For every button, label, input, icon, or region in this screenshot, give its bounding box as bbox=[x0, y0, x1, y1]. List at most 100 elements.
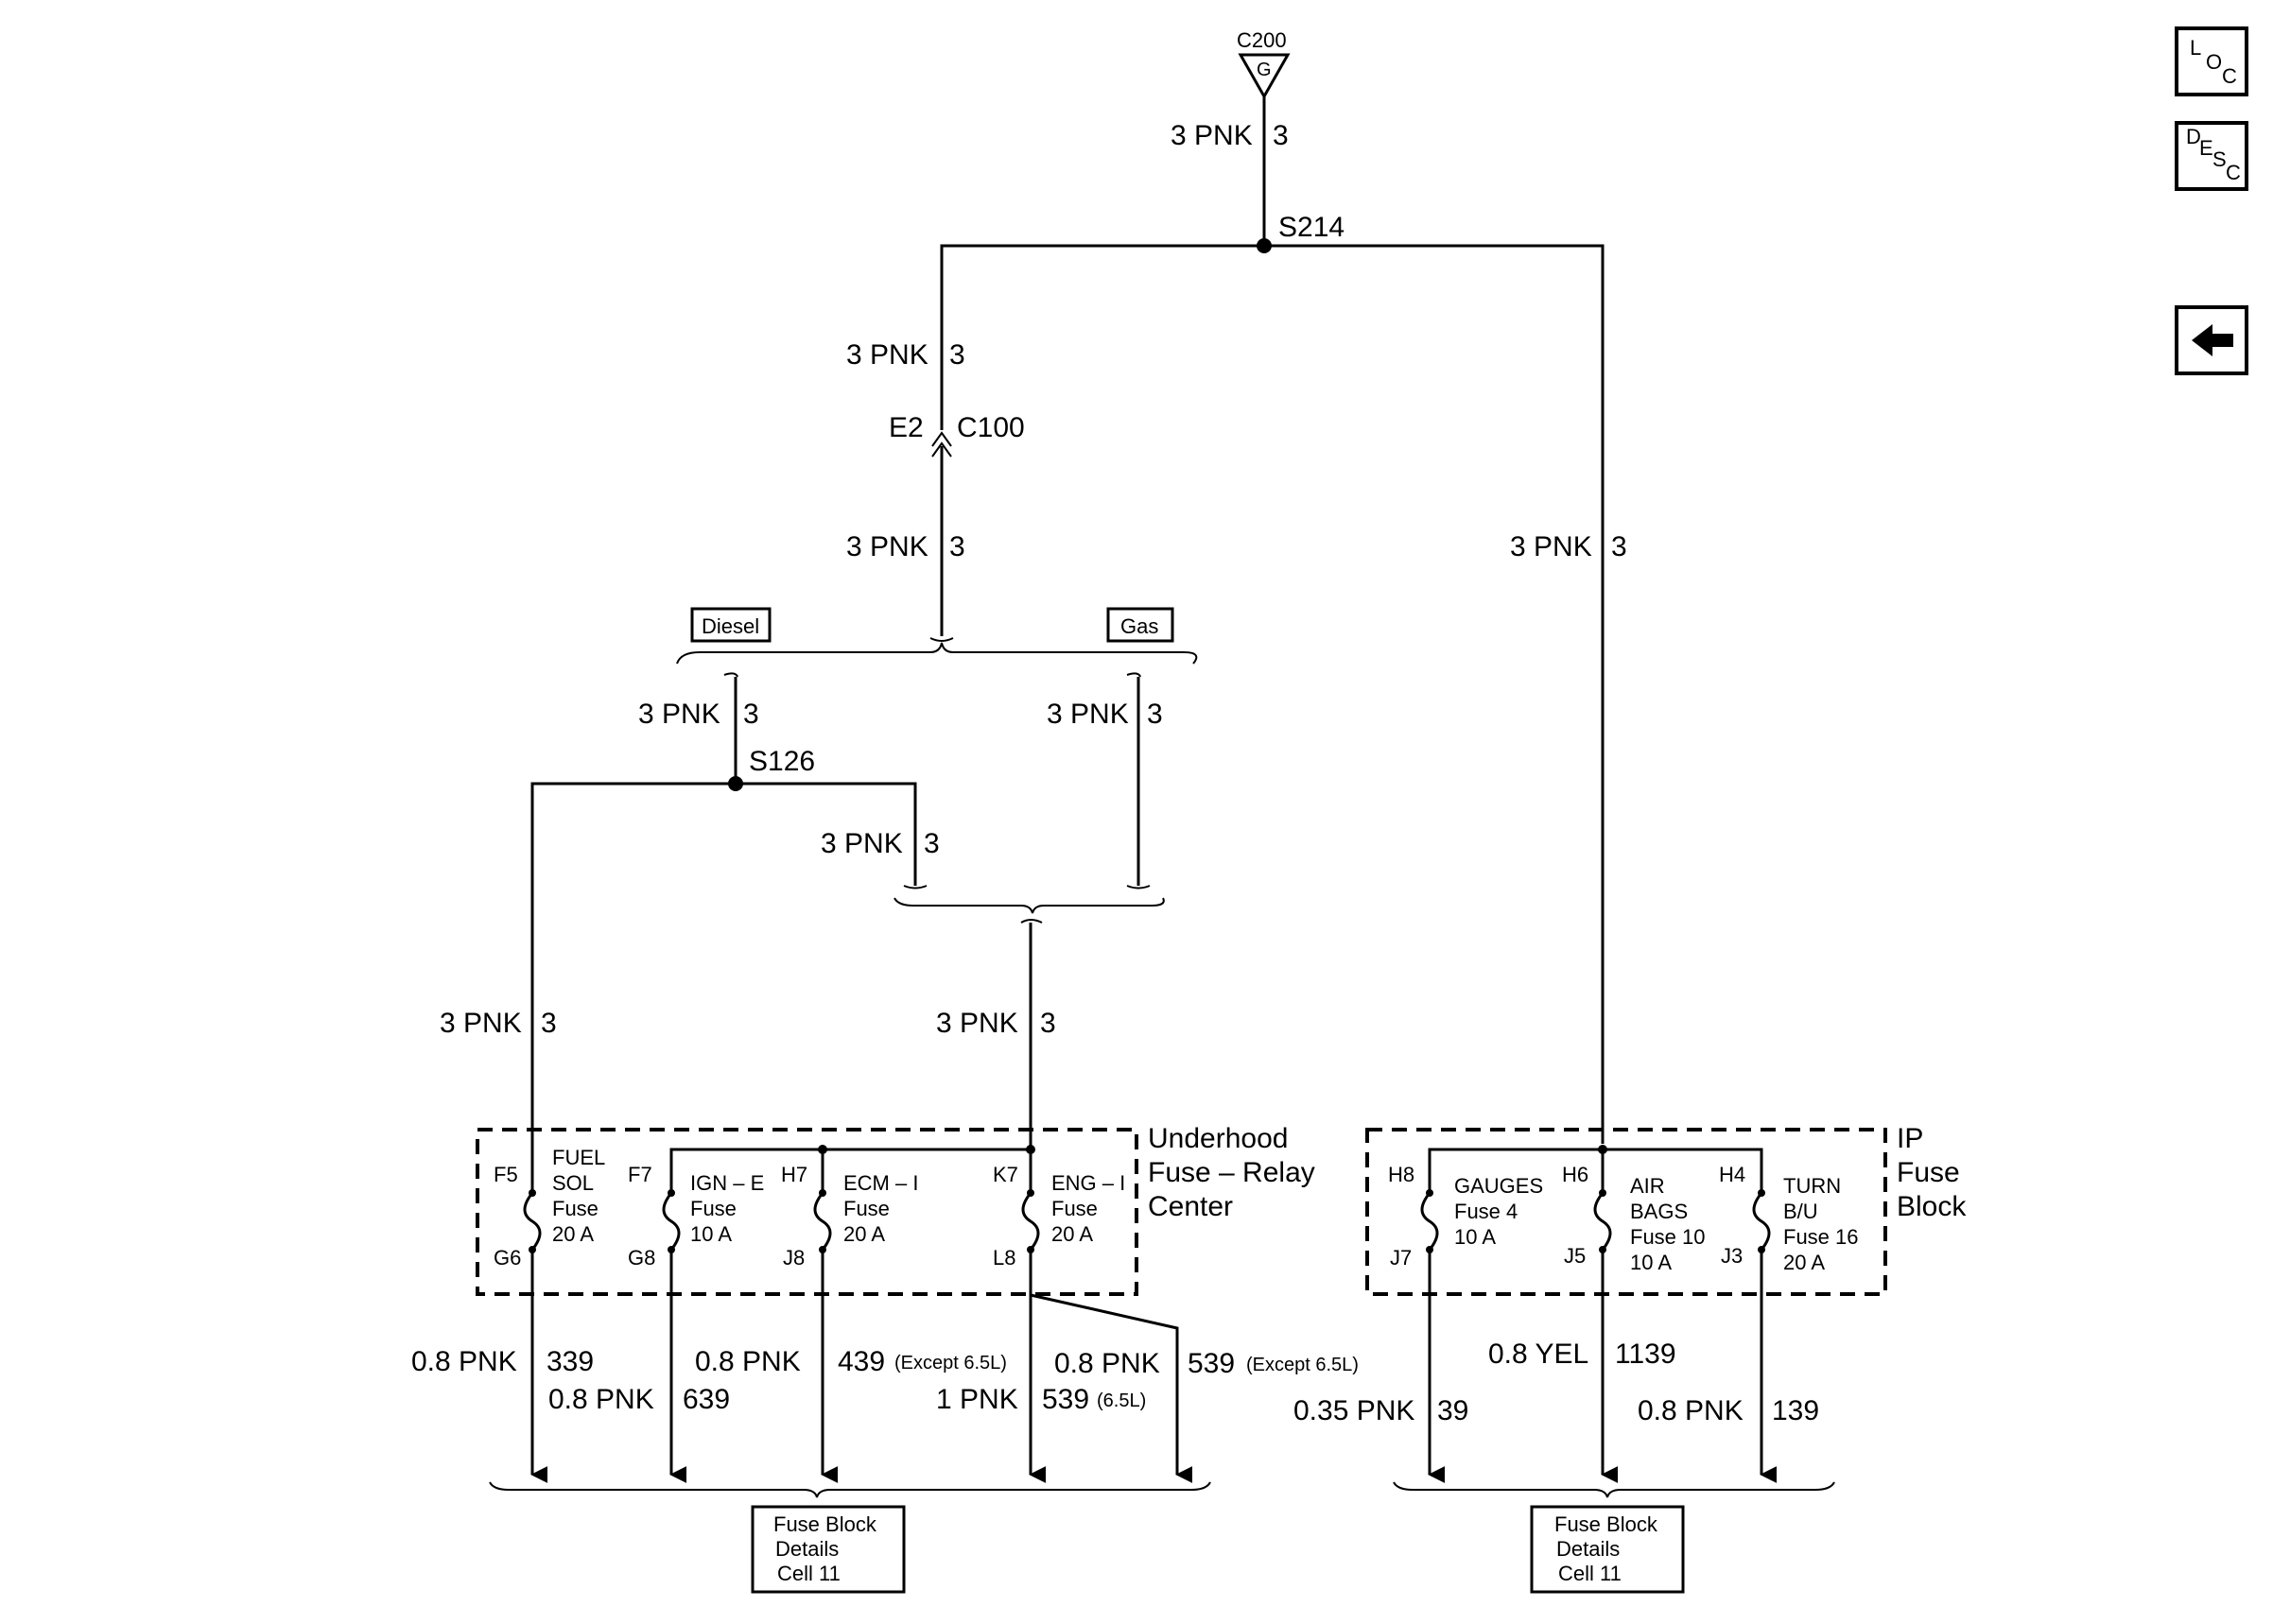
w539a-note: (6.5L) bbox=[1097, 1391, 1146, 1411]
w539b-spec: 0.8 PNK bbox=[1054, 1348, 1160, 1379]
fuse-ign-e-in-pin: F7 bbox=[628, 1163, 652, 1186]
c100-connector-symbol bbox=[931, 431, 952, 458]
desc-letter-1: D bbox=[2186, 125, 2201, 148]
w539a-circuit: 539 bbox=[1042, 1384, 1089, 1415]
option-gas-box bbox=[1106, 607, 1174, 643]
fuse-turn-bu-in-pin: H4 bbox=[1719, 1163, 1745, 1186]
ip-fuse-block bbox=[1365, 1128, 1887, 1296]
w439-note: (Except 6.5L) bbox=[894, 1353, 1007, 1373]
w539a-spec: 1 PNK bbox=[936, 1384, 1018, 1415]
wire-top-spec: 3 PNK bbox=[1171, 120, 1253, 151]
desc-letter-3: S bbox=[2212, 147, 2227, 171]
ground-symbol bbox=[1238, 53, 1291, 100]
fuse-air-bags-symbol bbox=[1593, 1192, 1612, 1251]
fuse-ecm-i-in-pin: H7 bbox=[781, 1163, 807, 1186]
wire-left-lower-break bbox=[929, 637, 954, 642]
fuse-eng-i-line-1: ENG – I bbox=[1051, 1171, 1125, 1195]
left-ref-line-3: Cell 11 bbox=[777, 1562, 841, 1585]
underhood-internal-bus bbox=[669, 1148, 1031, 1193]
fuse-eng-i-line-3: 20 A bbox=[1051, 1222, 1093, 1246]
s126-right-break bbox=[903, 885, 928, 890]
splice-s214-label: S214 bbox=[1278, 212, 1345, 243]
fuse-gauges-in-pin: H8 bbox=[1388, 1163, 1414, 1186]
w539b-note: (Except 6.5L) bbox=[1246, 1355, 1359, 1375]
fuse-gauges-line-3: 10 A bbox=[1454, 1225, 1496, 1249]
fuse-air-bags-in-pin: H6 bbox=[1562, 1163, 1588, 1186]
w1139-circuit: 1139 bbox=[1615, 1339, 1676, 1370]
fuse-eng-i-symbol bbox=[1021, 1192, 1040, 1251]
fuse-ign-e-line-2: Fuse bbox=[690, 1197, 737, 1220]
right-fuse-block-details-ref[interactable]: Fuse Block Details Cell 11 bbox=[1530, 1505, 1685, 1594]
fuse-air-bags-line-1: AIR bbox=[1630, 1174, 1665, 1198]
gas-branch-break-bottom bbox=[1126, 885, 1151, 890]
fuse-air-bags-line-3: Fuse 10 bbox=[1630, 1225, 1706, 1249]
left-ref-line-2: Details bbox=[775, 1537, 839, 1561]
fuse-ign-e-out-pin: G8 bbox=[628, 1246, 655, 1270]
fuse-ecm-i-line-1: ECM – I bbox=[843, 1171, 918, 1195]
ground-connector-label: C200 bbox=[1237, 28, 1287, 52]
w39-spec: 0.35 PNK bbox=[1293, 1395, 1414, 1426]
w439-circuit: 439 bbox=[838, 1346, 885, 1377]
wire-right-main-spec: 3 PNK bbox=[1510, 531, 1592, 562]
fuse-gauges-line-1: GAUGES bbox=[1454, 1174, 1543, 1198]
fuse-turn-bu-symbol bbox=[1752, 1192, 1771, 1251]
ground-letter: G bbox=[1257, 60, 1272, 80]
fuse-eng-i-out-pin: L8 bbox=[993, 1246, 1015, 1270]
w1139-spec: 0.8 YEL bbox=[1488, 1339, 1588, 1370]
wire-left-upper-spec: 3 PNK bbox=[846, 339, 928, 371]
right-ref-line-3: Cell 11 bbox=[1558, 1562, 1622, 1585]
fuse-ign-e: F7 G8 IGN – E Fuse 10 A bbox=[628, 1163, 764, 1270]
right-ref-line-2: Details bbox=[1556, 1537, 1620, 1561]
w539b-circuit: 539 bbox=[1188, 1348, 1235, 1379]
wire-left-lower-circuit: 3 bbox=[949, 531, 965, 562]
option-diesel-box bbox=[690, 607, 772, 643]
wire-gas-circuit: 3 bbox=[1147, 699, 1163, 730]
fuse-fuel-sol-symbol bbox=[523, 1192, 542, 1251]
loc-button[interactable]: L O C bbox=[2175, 26, 2253, 101]
ip-internal-bus bbox=[1428, 1148, 1763, 1193]
wire-left-upper-circuit: 3 bbox=[949, 339, 965, 371]
wire-gas-spec: 3 PNK bbox=[1047, 699, 1129, 730]
loc-letter-1: L bbox=[2190, 36, 2201, 60]
fuse-air-bags: H6 J5 AIR BAGS Fuse 10 10 A bbox=[1562, 1163, 1706, 1274]
wire-eng-feed-spec: 3 PNK bbox=[936, 1008, 1018, 1039]
desc-button[interactable]: D E S C bbox=[2175, 121, 2248, 191]
wire-s126-right-circuit: 3 bbox=[924, 828, 940, 859]
gas-branch-break-top bbox=[1126, 672, 1141, 678]
fuse-turn-bu-line-1: TURN bbox=[1783, 1174, 1841, 1198]
fuse-ecm-i: H7 J8 ECM – I Fuse 20 A bbox=[781, 1163, 918, 1270]
fuse-fuel-sol-line-1: FUEL bbox=[552, 1146, 605, 1169]
fuse-air-bags-line-4: 10 A bbox=[1630, 1251, 1672, 1274]
wire-diesel-circuit: 3 bbox=[743, 699, 759, 730]
fuse-gauges-symbol bbox=[1420, 1192, 1439, 1251]
back-button[interactable] bbox=[2175, 305, 2248, 375]
splice-s126-label: S126 bbox=[749, 746, 815, 777]
fuse-ecm-i-line-2: Fuse bbox=[843, 1197, 890, 1220]
loc-letter-2: O bbox=[2206, 50, 2222, 74]
bus-s214 bbox=[940, 244, 1605, 1144]
left-bottom-bracket[interactable] bbox=[489, 1481, 1211, 1498]
back-arrow-icon bbox=[2192, 324, 2233, 356]
fuse-fuel-sol-in-pin: F5 bbox=[494, 1163, 518, 1186]
underhood-title-2: Fuse – Relay bbox=[1148, 1157, 1315, 1188]
wire-diesel-spec: 3 PNK bbox=[638, 699, 720, 730]
right-bottom-bracket[interactable] bbox=[1393, 1481, 1835, 1498]
fuse-turn-bu-out-pin: J3 bbox=[1721, 1244, 1743, 1268]
wire-fuel-sol-feed-spec: 3 PNK bbox=[440, 1008, 522, 1039]
fuse-fuel-sol: F5 G6 FUEL SOL Fuse 20 A bbox=[494, 1146, 605, 1270]
fuse-ecm-i-symbol bbox=[813, 1192, 832, 1251]
loc-letter-3: C bbox=[2222, 64, 2237, 88]
left-fuse-block-details-ref[interactable]: Fuse Block Details Cell 11 bbox=[751, 1505, 906, 1594]
merge-break bbox=[1020, 919, 1043, 924]
underhood-junction-eng bbox=[1026, 1145, 1035, 1154]
w139-circuit: 139 bbox=[1772, 1395, 1819, 1426]
fuse-air-bags-line-2: BAGS bbox=[1630, 1200, 1688, 1223]
underhood-fuse-relay-center bbox=[476, 1128, 1138, 1296]
c100-name: C100 bbox=[957, 412, 1025, 443]
left-ref-line-1: Fuse Block bbox=[773, 1512, 877, 1536]
fuse-fuel-sol-out-pin: G6 bbox=[494, 1246, 521, 1270]
ip-title-2: Fuse bbox=[1897, 1157, 1960, 1188]
fuse-ecm-i-line-3: 20 A bbox=[843, 1222, 885, 1246]
right-ref-line-1: Fuse Block bbox=[1554, 1512, 1658, 1536]
